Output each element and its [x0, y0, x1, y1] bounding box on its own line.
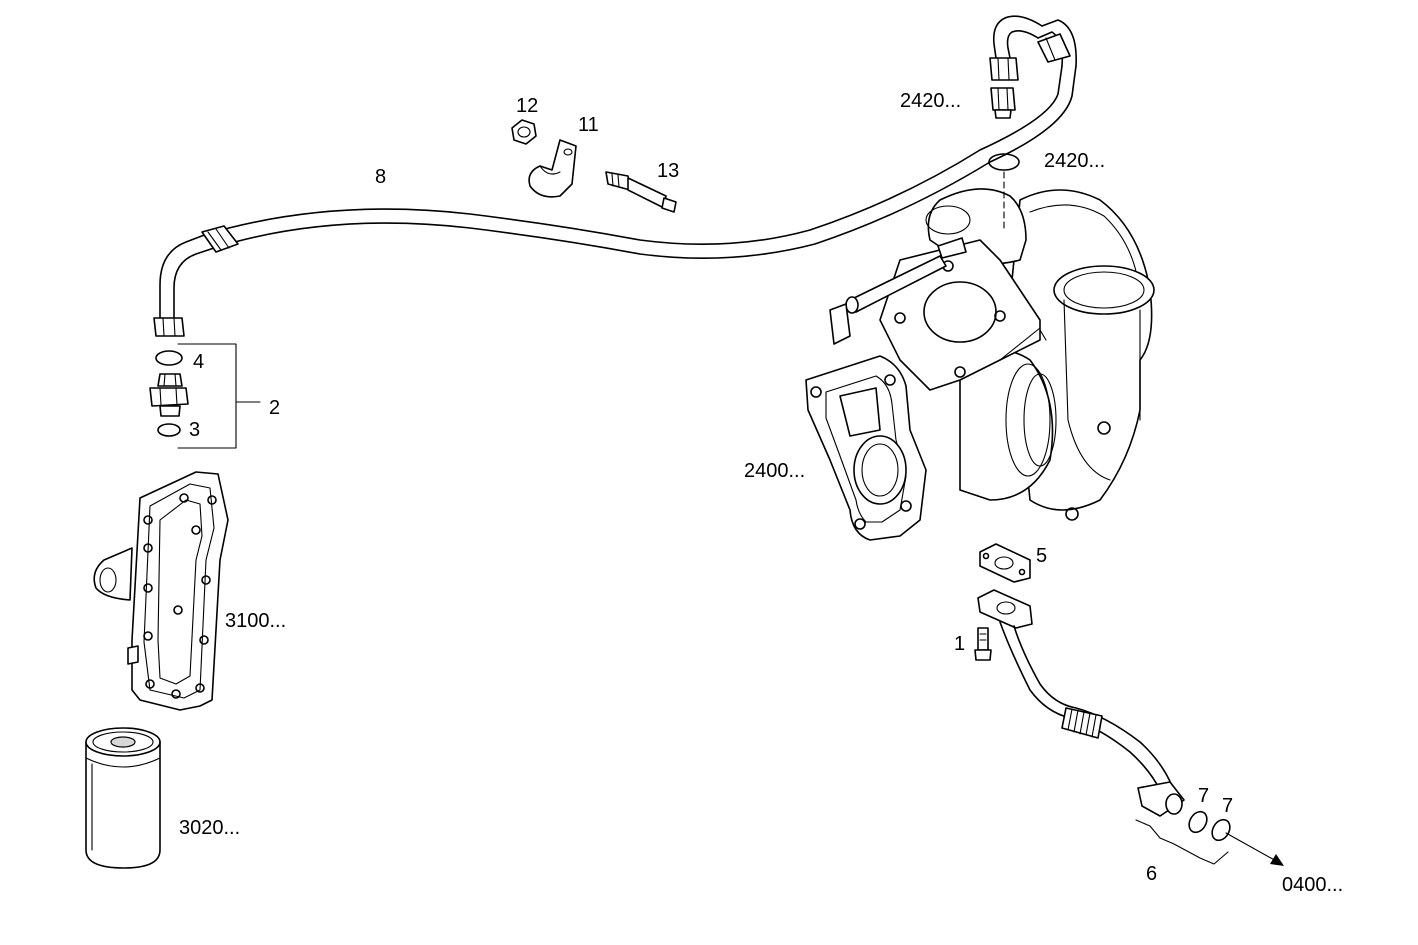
o-ring-part-4: [155, 350, 183, 366]
union-fitting: [990, 87, 1016, 119]
callout-7b: 7: [1222, 795, 1233, 817]
callout-0400: 0400...: [1282, 874, 1343, 896]
gasket-part-5: [979, 543, 1031, 583]
callout-2400: 2400...: [744, 460, 805, 482]
callout-4: 4: [193, 351, 204, 373]
callout-3100: 3100...: [225, 610, 286, 632]
callout-2420-ring: 2420...: [1044, 150, 1105, 172]
oil-feed-pipe: [153, 15, 1077, 337]
callout-12: 12: [516, 95, 538, 117]
bolt-part-1: [974, 627, 992, 661]
oil-filter-cartridge: [85, 727, 161, 869]
o-ring-part-7b: [1211, 818, 1231, 842]
nut-part-12: [511, 119, 537, 145]
union-part-2: [149, 373, 189, 417]
callout-1: 1: [954, 633, 965, 655]
o-ring-part-3: [157, 423, 181, 437]
callout-11: 11: [578, 114, 599, 136]
oil-filter-housing: [93, 471, 229, 711]
bolt-part-13: [605, 171, 677, 213]
sealing-ring-2420: [988, 153, 1020, 171]
bracket-part-2: [177, 343, 261, 449]
callout-7a: 7: [1198, 785, 1209, 807]
callout-2: 2: [269, 397, 280, 419]
callout-3: 3: [189, 419, 200, 441]
callout-5: 5: [1036, 545, 1047, 567]
clamp-part-11: [528, 139, 577, 198]
o-ring-part-7a: [1188, 810, 1208, 834]
callout-2420-union: 2420...: [900, 90, 961, 112]
connection-arrow: [1225, 832, 1284, 866]
callout-8: 8: [375, 166, 386, 188]
drain-pipe-part-6: [977, 589, 1229, 865]
turbocharger: [805, 171, 1155, 541]
callout-13: 13: [657, 160, 679, 182]
callout-6: 6: [1146, 863, 1157, 885]
callout-3020: 3020...: [179, 817, 240, 839]
